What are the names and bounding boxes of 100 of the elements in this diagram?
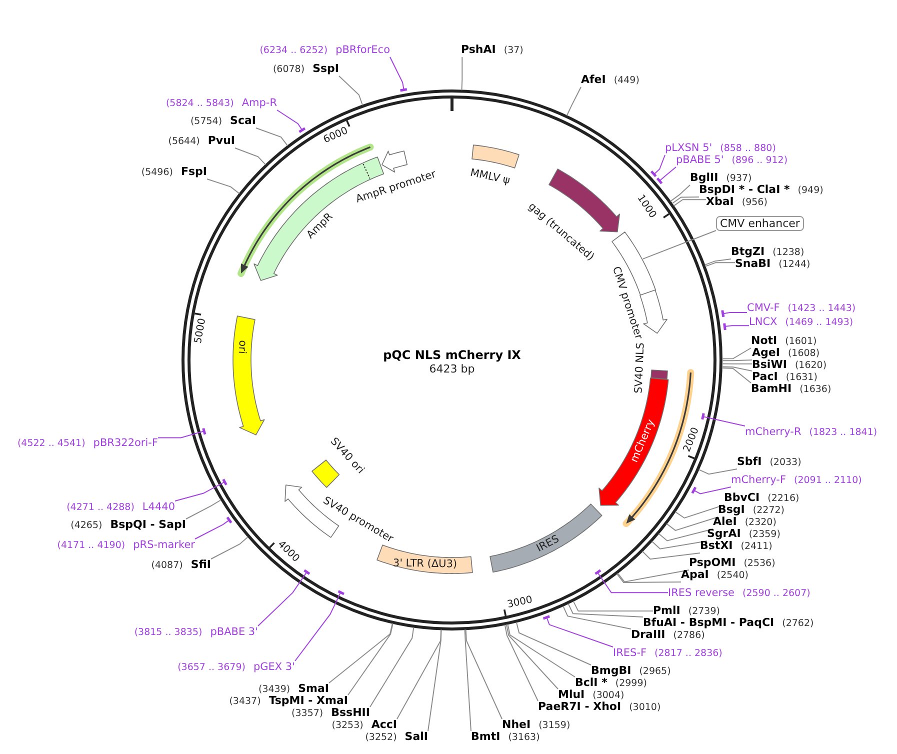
scale-label: 5000 — [194, 318, 208, 345]
leader-line — [234, 148, 266, 166]
primer-location: (4171 .. 4190) — [57, 540, 126, 551]
cut-site-number: (3252) — [365, 732, 397, 743]
leader-line — [596, 572, 668, 594]
leader-line — [722, 360, 752, 362]
enzyme-name: SgrAI — [707, 527, 741, 540]
leader-line — [658, 528, 714, 542]
leader-line — [670, 184, 690, 202]
primer-name: pBABE 3' — [210, 626, 258, 638]
enzyme-name: PacI — [752, 370, 778, 383]
leader-line — [210, 536, 248, 560]
primer-location: (4271 .. 4288) — [66, 502, 134, 513]
cut-site-number: (3159) — [538, 720, 570, 731]
feature-callout: CMV enhancer — [716, 216, 804, 230]
cut-site-number: (2762) — [782, 618, 814, 629]
leader-line — [464, 629, 472, 732]
cut-site-number: (3004) — [592, 690, 624, 701]
cut-site-number: (6078) — [272, 64, 305, 75]
plasmid-length: 6423 bp — [429, 364, 475, 374]
primer-location: (896 .. 912) — [732, 155, 788, 166]
enzyme-name: AleI — [713, 515, 737, 528]
cut-site-number: (1620) — [794, 360, 827, 371]
leader-line — [666, 516, 718, 531]
leader-line — [704, 262, 736, 267]
primer-location: (2091 .. 2110) — [794, 475, 862, 486]
leader-line — [338, 76, 364, 106]
leader-line — [721, 366, 752, 372]
enzyme-name: SnaBI — [735, 257, 771, 270]
enzyme-name: ApaI — [681, 568, 709, 581]
enzyme-name: BspDI * - ClaI * — [699, 183, 790, 196]
enzyme-name: PshAI — [461, 43, 496, 56]
cut-site-number: (2999) — [615, 678, 647, 689]
leader-line — [672, 196, 700, 204]
leader-line — [186, 499, 222, 520]
leader-line — [659, 166, 676, 182]
primer-location: (3815 .. 3835) — [134, 627, 202, 638]
enzyme-name: SbfI — [737, 455, 762, 468]
cut-site-number: (1631) — [786, 372, 818, 383]
leader-line — [546, 617, 614, 648]
enzyme-name: PspOMI — [689, 556, 736, 569]
scale-label: 6000 — [322, 126, 350, 146]
scale-label: 2000 — [682, 426, 701, 454]
primer-name: IRES reverse — [668, 587, 734, 599]
enzyme-name: AccI — [371, 718, 397, 731]
primer-location: (2817 .. 2836) — [654, 648, 722, 659]
leader-line — [721, 368, 752, 384]
enzyme-name: BclI * — [575, 676, 608, 689]
primer-location: (2590 .. 2607) — [742, 588, 810, 599]
enzyme-name: AgeI — [752, 346, 780, 359]
primer-name: mCherry-R — [745, 426, 802, 438]
enzyme-name: PvuI — [208, 134, 235, 147]
cut-site-number: (2320) — [744, 517, 776, 528]
leader-line — [348, 622, 394, 696]
leader-line — [174, 481, 226, 502]
primer-name: pBRforEco — [336, 44, 390, 56]
leader-line — [566, 86, 582, 116]
primer-location: (5824 .. 5843) — [166, 98, 234, 109]
enzyme-name: BstXI — [700, 539, 733, 552]
primer-name: Amp-R — [242, 97, 277, 109]
cut-site-number: (937) — [726, 173, 752, 184]
leader-line — [673, 199, 706, 206]
primer-location: (1469 .. 1493) — [785, 317, 854, 328]
primer-name: LNCX — [749, 316, 778, 328]
leader-line — [507, 624, 576, 678]
leader-line — [158, 430, 205, 438]
cut-site-number: (5754) — [190, 116, 222, 127]
leader-line — [465, 629, 502, 720]
leader-line — [704, 258, 732, 266]
primer-name: pRS-marker — [133, 539, 195, 551]
enzyme-name: BfuAI - BspMI - PaqCI — [643, 616, 774, 629]
leader-line — [651, 540, 708, 550]
cut-site-number: (3439) — [258, 684, 290, 695]
cut-site-number: (2536) — [744, 558, 776, 569]
leader-line — [568, 603, 644, 618]
enzyme-name: XbaI — [706, 195, 734, 208]
enzyme-name: BsgI — [718, 503, 745, 516]
enzyme-name: BbvCI — [724, 491, 760, 504]
enzyme-name: SspI — [312, 62, 339, 75]
leader-line — [294, 592, 342, 662]
cut-site-number: (2540) — [716, 570, 748, 581]
cut-site-number: (2411) — [740, 541, 772, 552]
leader-line — [562, 606, 632, 630]
cut-site-number: (3010) — [629, 702, 661, 713]
cut-site-number: (3163) — [508, 732, 540, 743]
leader-line — [654, 154, 666, 175]
leader-line — [504, 624, 538, 702]
primer-name: pBR322ori-F — [93, 437, 158, 449]
cut-site-number: (449) — [614, 75, 640, 86]
enzyme-name: MluI — [558, 688, 585, 701]
primer-location: (1823 .. 1841) — [809, 427, 878, 438]
enzyme-name: SfiI — [190, 558, 211, 571]
cut-site-number: (3357) — [292, 708, 324, 719]
leader-line — [702, 416, 746, 426]
primer-name: pBABE 5' — [676, 154, 724, 166]
cut-site-number: (1601) — [785, 336, 817, 347]
feature-label: IRES — [535, 534, 561, 555]
enzyme-name: TspMI - XmaI — [268, 694, 348, 707]
feature-label: 3' LTR (ΔU3) — [392, 558, 458, 570]
primer-location: (4522 .. 4541) — [17, 438, 86, 449]
